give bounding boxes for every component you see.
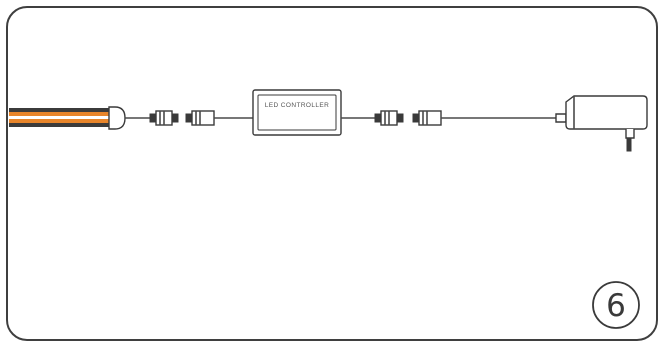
led-controller-outer-box <box>252 89 342 136</box>
diagram-frame <box>6 6 658 341</box>
step-badge: 6 <box>592 281 640 329</box>
led-strip-core <box>9 116 109 119</box>
dc-socket-tip <box>412 113 420 123</box>
led-strip-top-edge <box>9 108 109 112</box>
led-controller-inner-box <box>257 94 337 131</box>
led-strip-glow-bottom <box>9 119 109 123</box>
led-controller: LED CONTROLLER <box>252 89 342 136</box>
power-adapter-strain-relief <box>555 113 567 123</box>
led-strip-bottom-edge <box>9 123 109 127</box>
led-strip-glow-top <box>9 112 109 116</box>
power-adapter-body <box>565 95 648 130</box>
dc-connector-pair-left <box>149 110 215 126</box>
led-controller-label: LED CONTROLLER <box>265 102 329 109</box>
led-strip <box>9 106 126 130</box>
dc-socket-tip <box>185 113 193 123</box>
dc-plug-tail <box>374 113 382 123</box>
dc-connector-pair-right <box>374 110 442 126</box>
dc-plug-pin <box>396 113 404 123</box>
power-adapter-prong <box>626 137 632 152</box>
step-number: 6 <box>606 288 626 324</box>
step-circle <box>592 281 640 329</box>
power-adapter-plug-base <box>625 129 635 139</box>
dc-plug-tail <box>149 113 157 123</box>
power-adapter <box>555 95 648 152</box>
dc-plug-pin <box>171 113 179 123</box>
led-strip-end-cap <box>108 106 126 130</box>
